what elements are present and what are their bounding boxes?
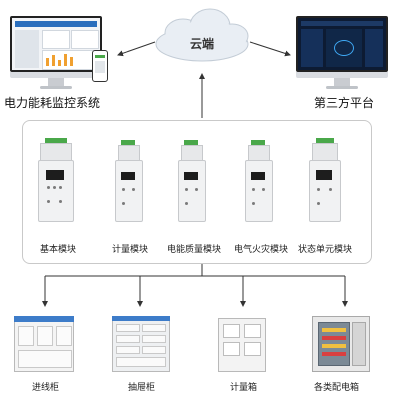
arrow-cloud-to-third-party bbox=[249, 41, 291, 57]
cabinet-meter-box-label: 计量箱 bbox=[230, 383, 258, 393]
phone bbox=[92, 50, 108, 82]
module-electrical-fire-label: 电气火灾模块 bbox=[234, 245, 289, 255]
module-status-unit-label: 状态单元模块 bbox=[298, 245, 353, 255]
third-party-label: 第三方平台 bbox=[314, 96, 375, 110]
arrow-cloud-to-monitoring bbox=[117, 41, 156, 57]
module-power-quality-label: 电能质量模块 bbox=[167, 245, 222, 255]
module-metering-label: 计量模块 bbox=[112, 245, 149, 255]
cloud-icon bbox=[155, 8, 249, 62]
cabinet-distribution-box-label: 各类配电箱 bbox=[314, 383, 360, 393]
cabinet-drawer-label: 抽屉柜 bbox=[128, 383, 156, 393]
cabinet-incoming-label: 进线柜 bbox=[32, 383, 60, 393]
monitor-screen bbox=[10, 16, 102, 72]
cloud-label: 云端 bbox=[190, 37, 215, 51]
monitoring-system-label: 电力能耗监控系统 bbox=[4, 96, 101, 110]
module-basic-label: 基本模块 bbox=[40, 245, 77, 255]
monitor-screen-dark bbox=[296, 16, 388, 72]
